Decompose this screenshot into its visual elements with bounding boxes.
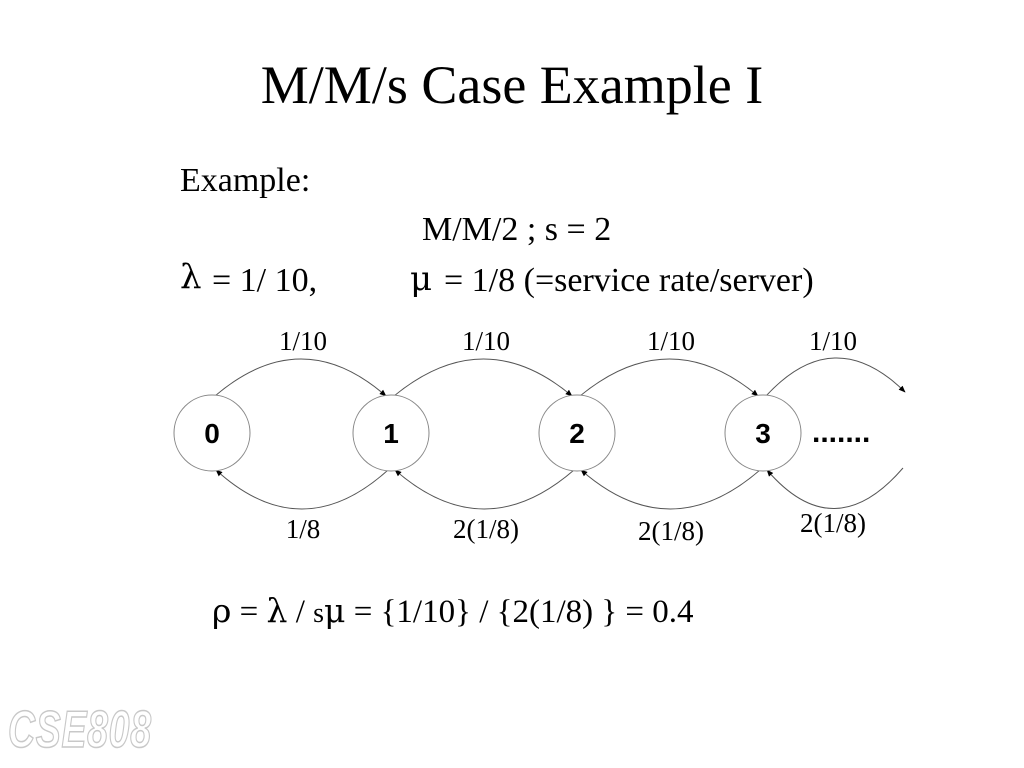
state-node-2 (538, 394, 616, 472)
rho-formula: ρ = λ / sμ = {1/10} / {2(1/8) } = 0.4 (212, 594, 694, 629)
rho-lambda: λ (266, 591, 288, 630)
service-arc-0 (215, 469, 389, 510)
arrival-arc-0 (214, 358, 387, 397)
state-node-0 (173, 394, 251, 472)
mu-symbol: μ (410, 259, 433, 299)
state-label-1: 1 (383, 418, 399, 449)
arrival-arc-3 (765, 357, 906, 397)
rho-s: s (313, 598, 325, 629)
continuation-dots: ....... (812, 416, 870, 449)
service-rate-label-2: 2(1/8) (638, 516, 704, 546)
rho-mu: μ (324, 591, 346, 630)
service-rate-label-0: 1/8 (286, 514, 321, 544)
service-arc-3 (766, 467, 904, 509)
arrival-rate-label-2: 1/10 (647, 326, 695, 356)
cse808-watermark: CSE808 (7, 700, 152, 760)
arrival-arc-2 (579, 358, 759, 397)
lambda-value: = 1/ 10, (212, 262, 318, 299)
service-arc-1 (394, 469, 575, 510)
service-rate-label-1: 2(1/8) (453, 514, 519, 544)
arrival-rate-label-1: 1/10 (462, 326, 510, 356)
service-arc-2 (580, 469, 761, 510)
model-line: M/M/2 ; s = 2 (422, 211, 612, 248)
page-title: M/M/s Case Example I (260, 55, 764, 115)
arrival-arc-1 (393, 358, 573, 397)
state-label-2: 2 (569, 418, 585, 449)
rho-symbol: ρ (212, 591, 232, 630)
mu-value: = 1/8 (=service rate/server) (444, 262, 814, 299)
example-label: Example: (180, 162, 311, 199)
state-node-3 (724, 394, 802, 472)
state-label-0: 0 (204, 418, 220, 449)
state-node-1 (352, 394, 430, 472)
rho-slash: / (295, 594, 305, 630)
rho-rest: = {1/10} / {2(1/8) } = 0.4 (353, 594, 694, 630)
state-label-3: 3 (755, 418, 771, 449)
arrival-rate-label-3: 1/10 (809, 326, 857, 356)
service-rate-label-3: 2(1/8) (800, 508, 866, 538)
rho-equals: = (239, 594, 259, 630)
lambda-symbol: λ (180, 257, 202, 297)
arrival-rate-label-0: 1/10 (279, 326, 327, 356)
